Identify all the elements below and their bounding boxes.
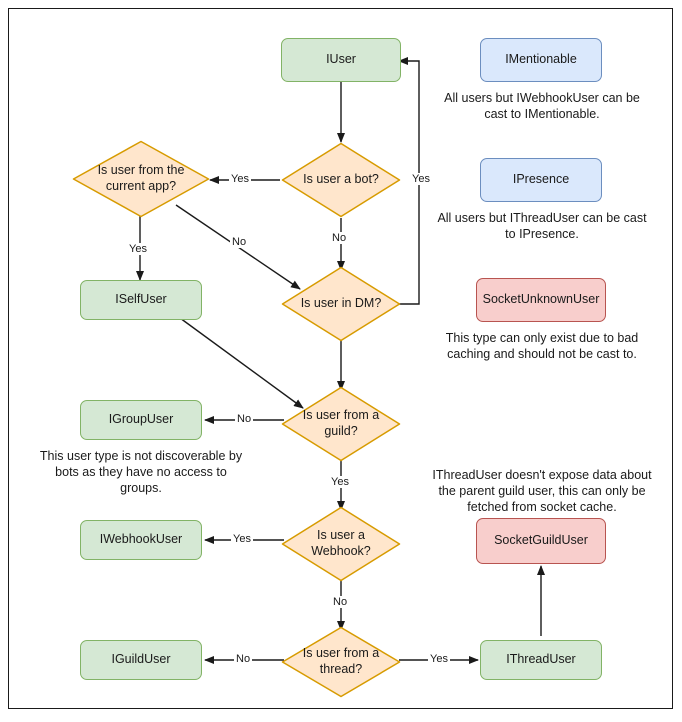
diamond-shape: [72, 140, 210, 218]
node-igroupuser-label: IGroupUser: [108, 412, 174, 427]
node-iguilduser-label: IGuildUser: [111, 652, 171, 667]
node-ithreaduser-label: IThreadUser: [506, 652, 576, 667]
node-is-dm[interactable]: Is user in DM?: [281, 266, 401, 342]
node-is-webhook[interactable]: Is user a Webhook?: [281, 506, 401, 582]
node-is-current-app[interactable]: Is user from the current app?: [72, 140, 210, 218]
note-igroupuser: This user type is not discoverable by bo…: [39, 449, 243, 495]
diamond-shape: [281, 506, 401, 582]
edge-label-currentapp-yes: Yes: [127, 243, 149, 256]
node-is-thread-label: Is user from a thread?: [302, 646, 380, 676]
diamond-shape: [281, 266, 401, 342]
edge-label-bot-no: No: [330, 232, 349, 245]
node-is-bot[interactable]: Is user a bot?: [281, 142, 401, 218]
node-socketguilduser[interactable]: SocketGuildUser: [476, 518, 606, 564]
note-ipresence: All users but IThreadUser can be cast to…: [437, 211, 647, 241]
note-socketunknownuser: This type can only exist due to bad cach…: [445, 331, 639, 361]
diamond-shape: [281, 142, 401, 218]
node-iguilduser[interactable]: IGuildUser: [80, 640, 202, 680]
edge-label-webhook-yes: Yes: [231, 533, 253, 546]
node-imentionable[interactable]: IMentionable: [480, 38, 602, 82]
node-ithreaduser[interactable]: IThreadUser: [480, 640, 602, 680]
node-socketguilduser-label: SocketGuildUser: [494, 533, 588, 548]
node-is-current-app-label: Is user from the current app?: [97, 163, 185, 193]
node-is-bot-label: Is user a bot?: [303, 172, 379, 187]
edge-label-thread-no: No: [234, 653, 253, 666]
edge-label-currentapp-no: No: [230, 236, 249, 249]
node-iuser[interactable]: IUser: [281, 38, 401, 82]
diamond-shape: [281, 626, 401, 698]
node-iuser-label: IUser: [326, 52, 356, 67]
node-is-guild[interactable]: Is user from a guild?: [281, 386, 401, 462]
node-socketunknownuser-label: SocketUnknownUser: [482, 292, 600, 307]
node-is-webhook-label: Is user a Webhook?: [311, 528, 371, 558]
edge-label-guild-no: No: [235, 413, 254, 426]
node-iwebhookuser[interactable]: IWebhookUser: [80, 520, 202, 560]
node-is-thread[interactable]: Is user from a thread?: [281, 626, 401, 698]
edge-label-guild-yes: Yes: [329, 476, 351, 489]
node-iselfuser-label: ISelfUser: [115, 292, 167, 307]
node-igroupuser[interactable]: IGroupUser: [80, 400, 202, 440]
node-is-dm-label: Is user in DM?: [300, 296, 382, 311]
edge-label-dm-yes: Yes: [410, 173, 432, 186]
node-iwebhookuser-label: IWebhookUser: [99, 532, 183, 547]
note-ithreaduser: IThreadUser doesn't expose data about th…: [432, 468, 652, 514]
node-is-guild-label: Is user from a guild?: [302, 408, 380, 438]
edge-label-thread-yes: Yes: [428, 653, 450, 666]
node-imentionable-label: IMentionable: [505, 52, 577, 67]
node-socketunknownuser[interactable]: SocketUnknownUser: [476, 278, 606, 322]
node-ipresence-label: IPresence: [512, 172, 570, 187]
edge-label-bot-yes: Yes: [229, 173, 251, 186]
edge-label-webhook-no: No: [331, 596, 350, 609]
node-ipresence[interactable]: IPresence: [480, 158, 602, 202]
note-imentionable: All users but IWebhookUser can be cast t…: [444, 91, 640, 121]
diamond-shape: [281, 386, 401, 462]
node-iselfuser[interactable]: ISelfUser: [80, 280, 202, 320]
